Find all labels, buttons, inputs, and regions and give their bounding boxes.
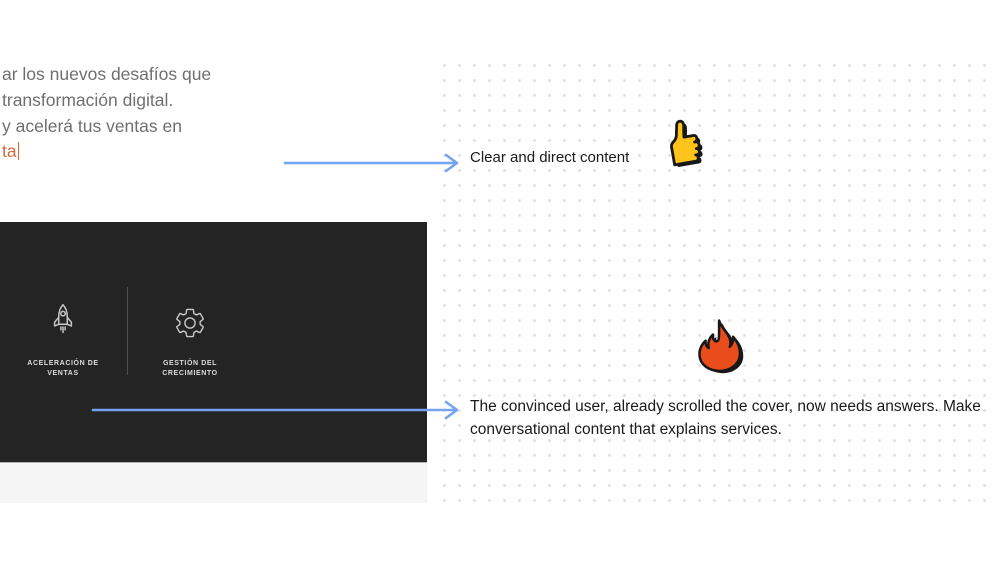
gear-icon [176,308,204,338]
service-label-sales: ACELERACIÓN DE VENTAS [13,359,113,379]
fire-icon[interactable] [690,316,746,380]
service-label-line: GESTIÓN DEL [162,360,218,367]
services-section: ACELERACIÓN DE VENTAS GESTIÓN DEL CRECIM… [0,222,427,462]
annotation-arrow-2[interactable] [91,398,467,422]
cover-line: y acelerá tus ventas en [2,115,182,136]
dot-grid-background [437,58,997,505]
highlighted-text: ta [2,141,17,162]
service-label-line: VENTAS [47,370,79,377]
thumbs-up-icon[interactable] [654,112,710,172]
cover-headline-text[interactable]: ar los nuevos desafíos que transformació… [2,62,211,165]
annotation-label-1[interactable]: Clear and direct content [470,149,630,166]
cover-line: ar los nuevos desafíos que [2,64,212,84]
text-cursor [17,142,20,161]
website-screenshot[interactable]: ACELERACIÓN DE VENTAS GESTIÓN DEL CRECIM… [0,222,427,503]
rocket-icon [53,304,73,334]
service-label-growth: GESTIÓN DEL CRECIMIENTO [140,359,240,379]
cover-line-highlight: ta [2,139,211,165]
services-divider [127,287,128,375]
annotation-label-2[interactable]: The convinced user, already scrolled the… [470,396,981,441]
annotation-arrow-1[interactable] [283,151,465,175]
annotation-line: conversational content that explains ser… [470,420,782,438]
service-label-line: ACELERACIÓN DE [27,360,99,367]
cover-line: transformación digital. [2,89,174,110]
annotation-line: The convinced user, already scrolled the… [470,398,981,415]
screenshot-footer-strip [0,462,427,503]
service-label-line: CRECIMIENTO [162,370,218,377]
